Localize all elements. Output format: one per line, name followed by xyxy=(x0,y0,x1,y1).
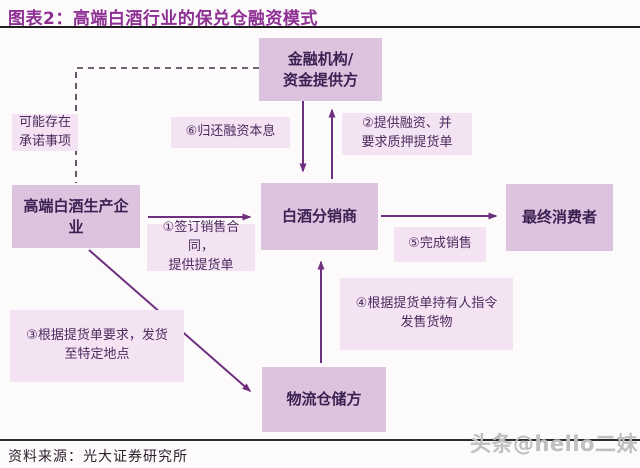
node-liquor-distributor: 白酒分销商 xyxy=(261,183,378,250)
label-commitment-note: 可能存在 承诺事项 xyxy=(12,114,78,151)
label-step5-complete-sales: ⑤完成销售 xyxy=(394,227,486,262)
watermark-text: 头条@hello二妹 xyxy=(469,432,638,456)
source-attribution: 资料来源：光大证券研究所 xyxy=(8,449,188,465)
node-final-consumer: 最终消费者 xyxy=(506,184,613,251)
label-step6-repay-financing: ⑥归还融资本息 xyxy=(171,117,290,148)
label-step2-provide-financing: ②提供融资、并 要求质押提货单 xyxy=(342,113,472,155)
figure-title: 图表2：高端白酒行业的保兑仓融资模式 xyxy=(8,9,318,29)
title-divider xyxy=(0,26,640,28)
footer-divider xyxy=(0,439,640,441)
label-step1-sign-contract: ①签订销售合同， 提供提货单 xyxy=(147,220,255,273)
node-liquor-producer: 高端白酒生产企 业 xyxy=(12,185,140,248)
label-step4-release-goods: ④根据提货单持有人指令 发售货物 xyxy=(340,278,513,350)
node-logistics-warehouse: 物流仓储方 xyxy=(262,367,386,432)
node-financial-institution: 金融机构/ 资金提供方 xyxy=(259,38,382,101)
label-step3-ship-goods: ③根据提货单要求，发货 至特定地点 xyxy=(10,310,184,382)
